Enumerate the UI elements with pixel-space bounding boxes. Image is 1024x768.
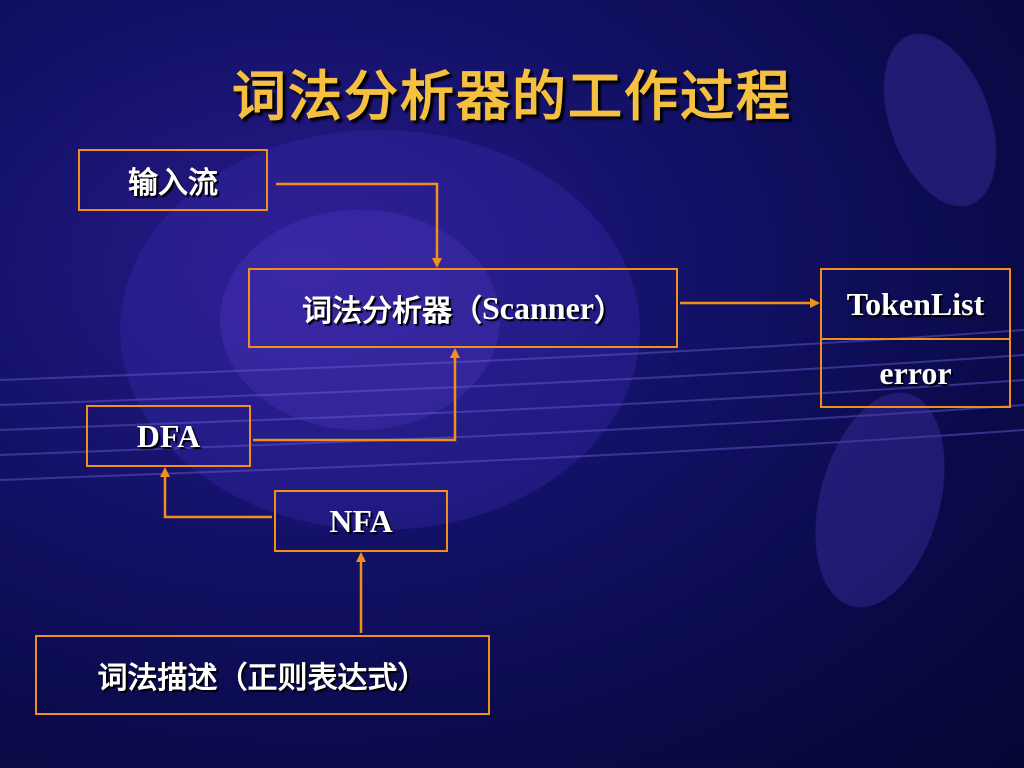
input-stream-box: 输入流 xyxy=(78,149,268,211)
lexical-description-box: 词法描述（正则表达式） xyxy=(35,635,490,715)
dfa-box: DFA xyxy=(86,405,251,467)
slide-title: 词法分析器的工作过程 xyxy=(232,65,792,128)
scanner-label-prefix: 词法分析器（ xyxy=(302,294,482,329)
scanner-label-name: Scanner xyxy=(482,289,594,326)
scanner-label-suffix: ） xyxy=(594,294,624,329)
error-box: error xyxy=(820,338,1011,408)
scanner-box: 词法分析器（Scanner） xyxy=(248,268,678,348)
token-list-box: TokenList xyxy=(820,268,1011,340)
nfa-box: NFA xyxy=(274,490,448,552)
